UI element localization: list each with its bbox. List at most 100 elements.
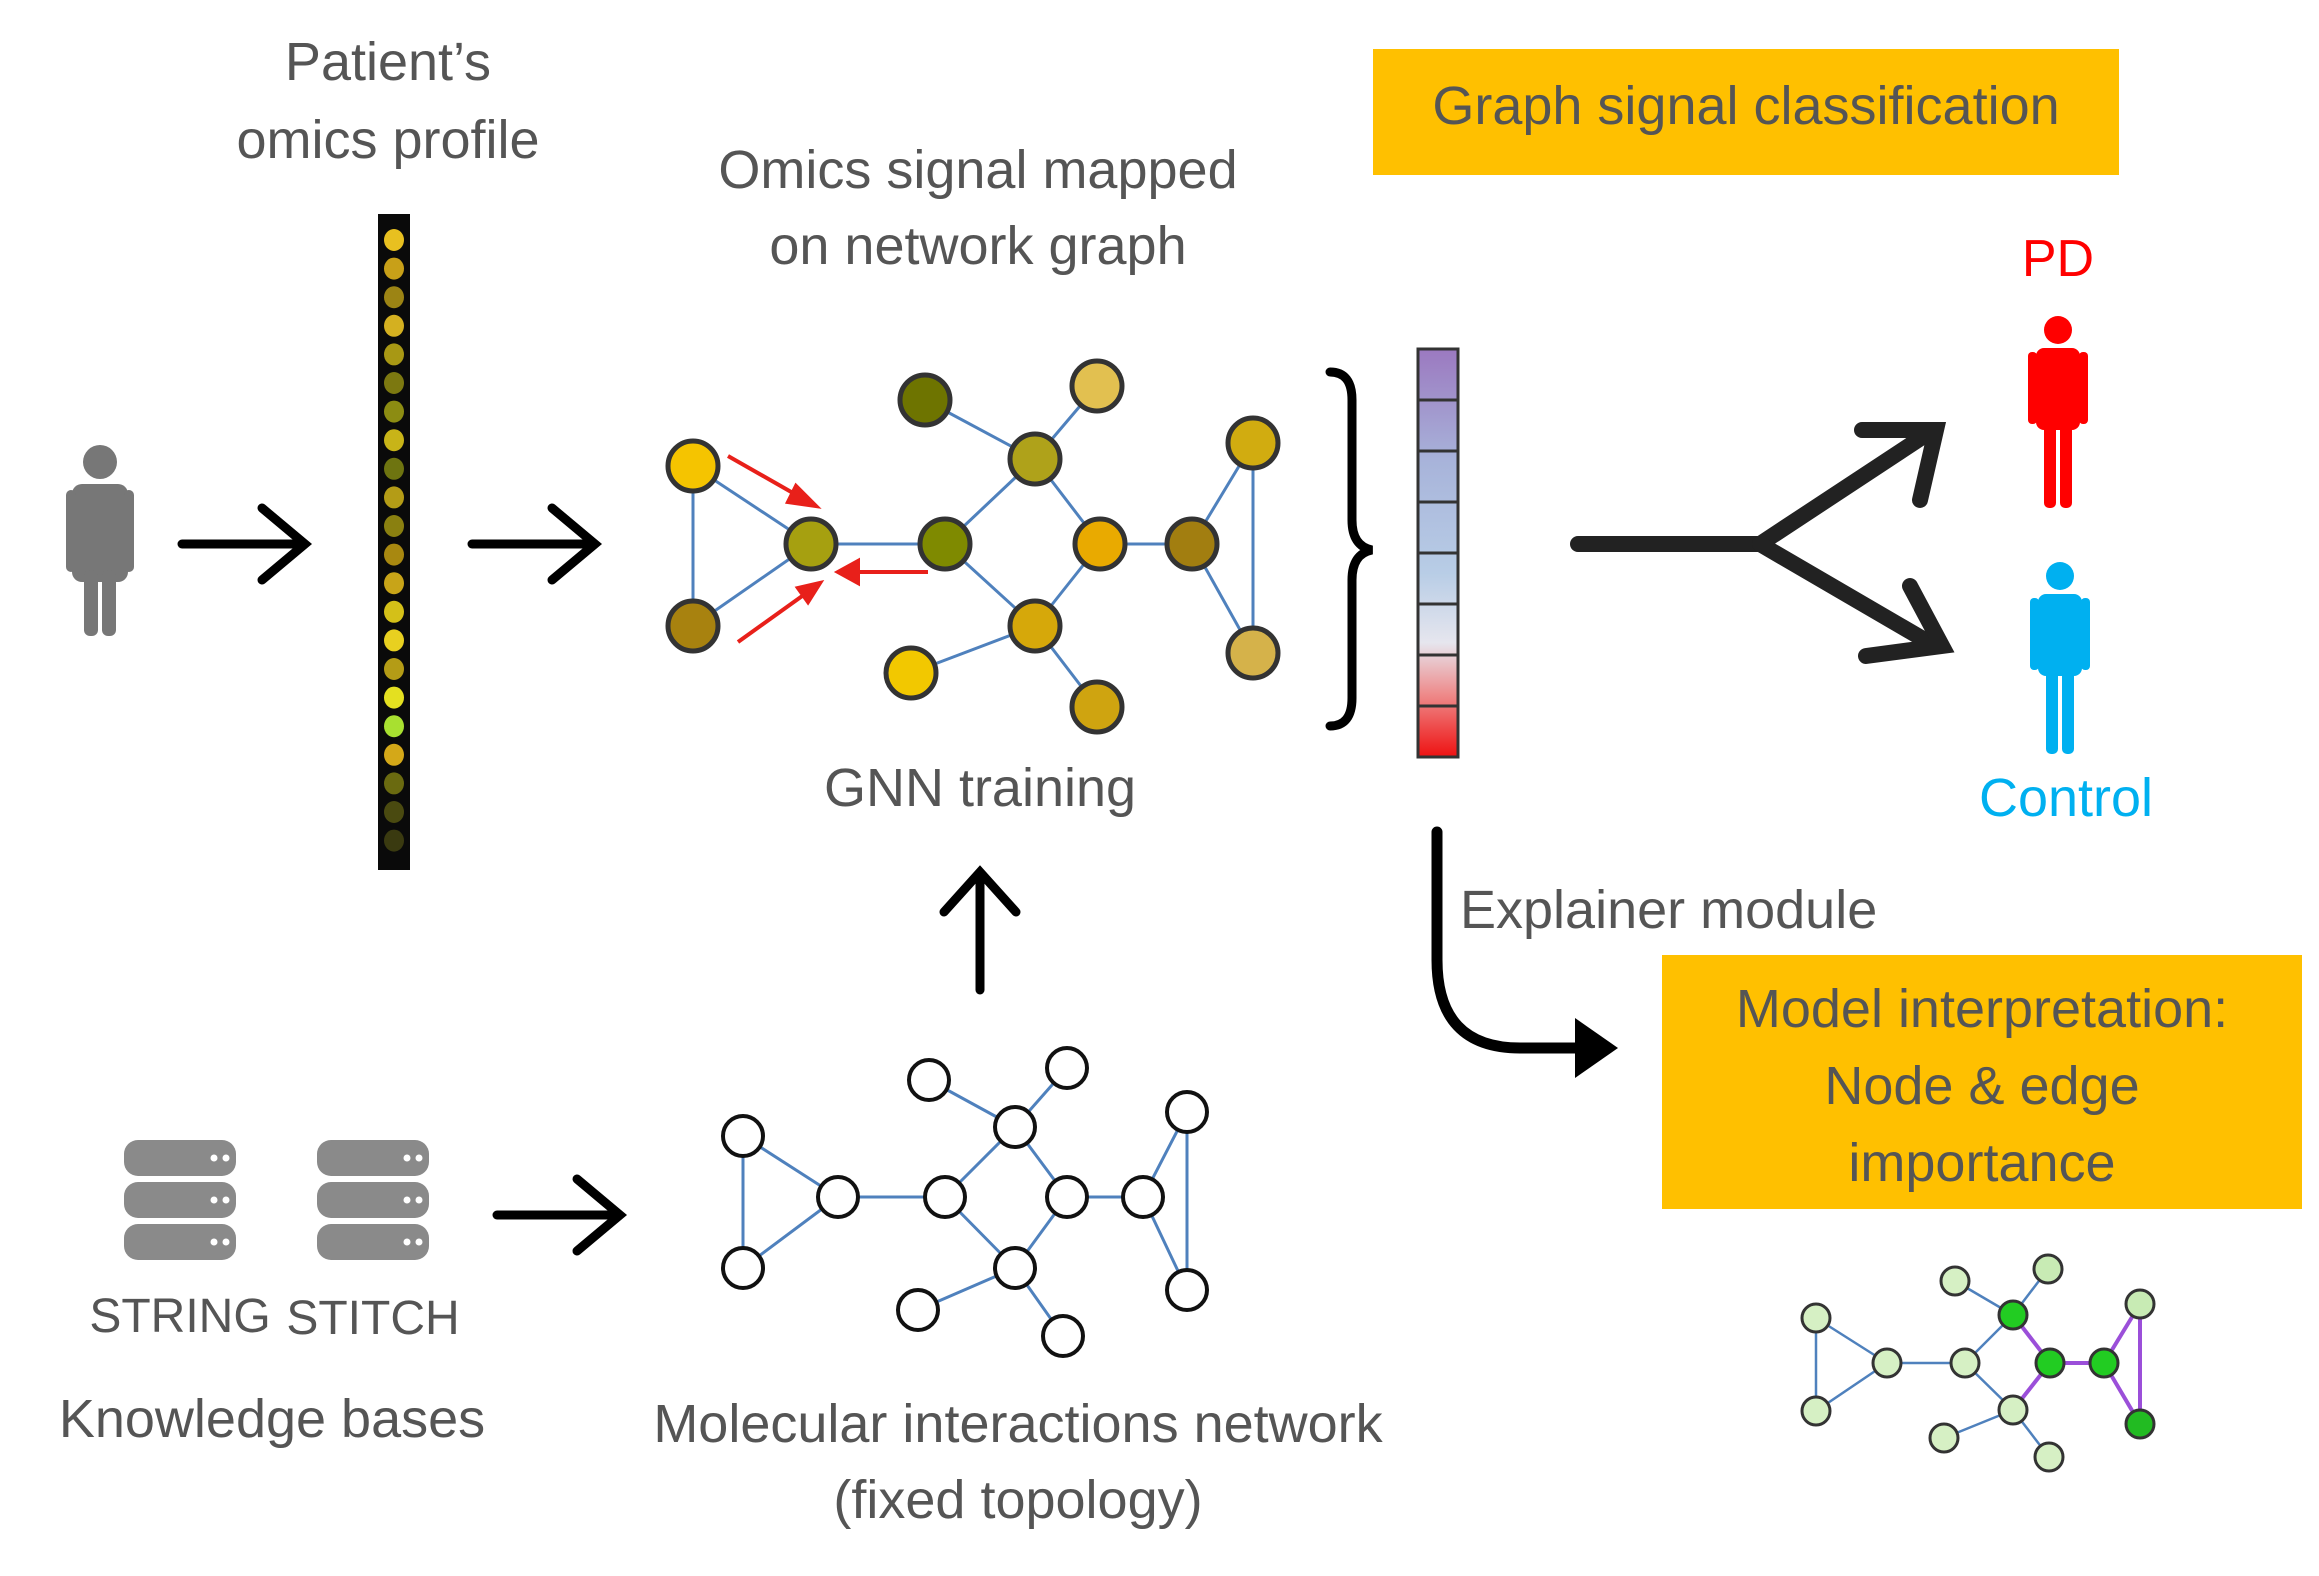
graph-node (1225, 415, 1281, 471)
arrow-patient-to-profile (177, 503, 313, 585)
network-label-line2: (fixed topology) (833, 1470, 1202, 1530)
graph-node (783, 516, 839, 572)
stitch-database-icon (317, 1140, 429, 1260)
omics-signal-dot (384, 400, 404, 423)
omics-signal-dot (384, 543, 404, 566)
stitch-label: STITCH (286, 1292, 459, 1345)
string-label: STRING (89, 1290, 270, 1343)
graph-node (721, 1246, 765, 1290)
important-edges (2011, 1302, 2142, 1426)
graph-node (1939, 1265, 1971, 1297)
omics-signal-dot (384, 600, 404, 623)
arrow-network-to-gnn (939, 865, 1021, 995)
graph-node (1997, 1394, 2029, 1426)
graph-signal-classification-box: Graph signal classification (1373, 49, 2119, 175)
graph-node (993, 1246, 1037, 1290)
omics-signal-dot (384, 658, 404, 680)
omics-profile-strip (378, 214, 410, 870)
omics-signal-dot (384, 515, 404, 537)
graph-node (1871, 1347, 1903, 1379)
graph-node (1045, 1046, 1089, 1090)
explainer-module-label: Explainer module (1460, 880, 1877, 940)
classification-arrow (1570, 422, 1955, 664)
omics-profile-label-line1: Patient’s (285, 32, 491, 92)
graph-node (907, 1058, 951, 1102)
graph-node (1007, 431, 1063, 487)
graph-node (883, 645, 939, 701)
graph-node (1997, 1299, 2029, 1331)
graph-node (2124, 1408, 2156, 1440)
graph-node (721, 1114, 765, 1158)
omics-signal-dot (384, 829, 404, 852)
omics-signal-dot (384, 457, 404, 480)
graph-node (1165, 1090, 1209, 1134)
graph-node (1164, 516, 1220, 572)
omics-signal-dot (384, 257, 404, 280)
graph-signal-classification-label: Graph signal classification (1432, 76, 2059, 136)
fixed-topology-network (721, 1046, 1209, 1358)
graph-node (816, 1175, 860, 1219)
knowledge-bases-label: Knowledge bases (59, 1389, 485, 1449)
model-interpretation-box: Model interpretation: Node & edge import… (1662, 955, 2302, 1209)
omics-signal-dot (384, 743, 404, 766)
graph-node (917, 516, 973, 572)
message-passing-arrows (727, 454, 928, 644)
control-label: Control (1979, 768, 2153, 828)
graph-node (2034, 1347, 2066, 1379)
string-database-icon (124, 1140, 236, 1260)
omics-signal-dot (384, 372, 404, 394)
graph-node (1007, 598, 1063, 654)
graph-node (1069, 358, 1125, 414)
mapped-label-line1: Omics signal mapped (718, 140, 1237, 200)
graph-node (897, 372, 953, 428)
graph-node (1800, 1395, 1832, 1427)
gnn-training-label: GNN training (824, 758, 1136, 818)
omics-signal-dot (384, 314, 404, 337)
interpretation-label-line3: importance (1848, 1133, 2115, 1193)
omics-profile-label-line2: omics profile (236, 110, 539, 170)
omics-signal-dot (384, 286, 404, 309)
omics-signal-dot (384, 486, 404, 509)
omics-signal-dot (384, 343, 404, 366)
graph-node (923, 1175, 967, 1219)
arrow-profile-to-graph (467, 503, 603, 585)
patient-person-icon (66, 445, 134, 636)
mapped-label-line2: on network graph (769, 216, 1186, 276)
graph-node (993, 1105, 1037, 1149)
graph-node (1072, 516, 1128, 572)
omics-signal-dot (384, 686, 404, 709)
graph-node (1041, 1314, 1085, 1358)
graph-node (1800, 1302, 1832, 1334)
graph-embedding-vector (1416, 347, 1460, 759)
omics-signal-dot (384, 715, 404, 738)
signal-network-graph (665, 358, 1281, 735)
graph-node (1045, 1175, 1089, 1219)
interpretation-label-line2: Node & edge (1824, 1056, 2139, 1116)
omics-signal-dot (384, 429, 404, 452)
arrow-kb-to-network (492, 1174, 628, 1256)
control-person-icon (2030, 562, 2090, 754)
omics-signal-dot (384, 229, 404, 251)
pd-person-icon (2028, 316, 2088, 508)
explainer-arrow (1431, 826, 1596, 1054)
omics-signal-dot (384, 572, 404, 595)
graph-node (1928, 1422, 1960, 1454)
omics-signal-dot (384, 801, 404, 823)
graph-node (1165, 1268, 1209, 1312)
explainer-arrow-head (1575, 1018, 1618, 1078)
graph-node (2088, 1347, 2120, 1379)
graph-node (1949, 1347, 1981, 1379)
graph-node (1121, 1175, 1165, 1219)
interpretation-label-line1: Model interpretation: (1736, 979, 2228, 1039)
importance-network-graph (1800, 1253, 2156, 1473)
pd-label: PD (2022, 230, 2094, 288)
graph-node (2033, 1441, 2065, 1473)
graph-node (1069, 679, 1125, 735)
graph-node (1225, 625, 1281, 681)
omics-signal-dot (384, 629, 404, 652)
network-label-line1: Molecular interactions network (653, 1394, 1383, 1454)
graph-node (2032, 1253, 2064, 1285)
graph-node (665, 598, 721, 654)
omics-signal-dot (384, 772, 404, 795)
